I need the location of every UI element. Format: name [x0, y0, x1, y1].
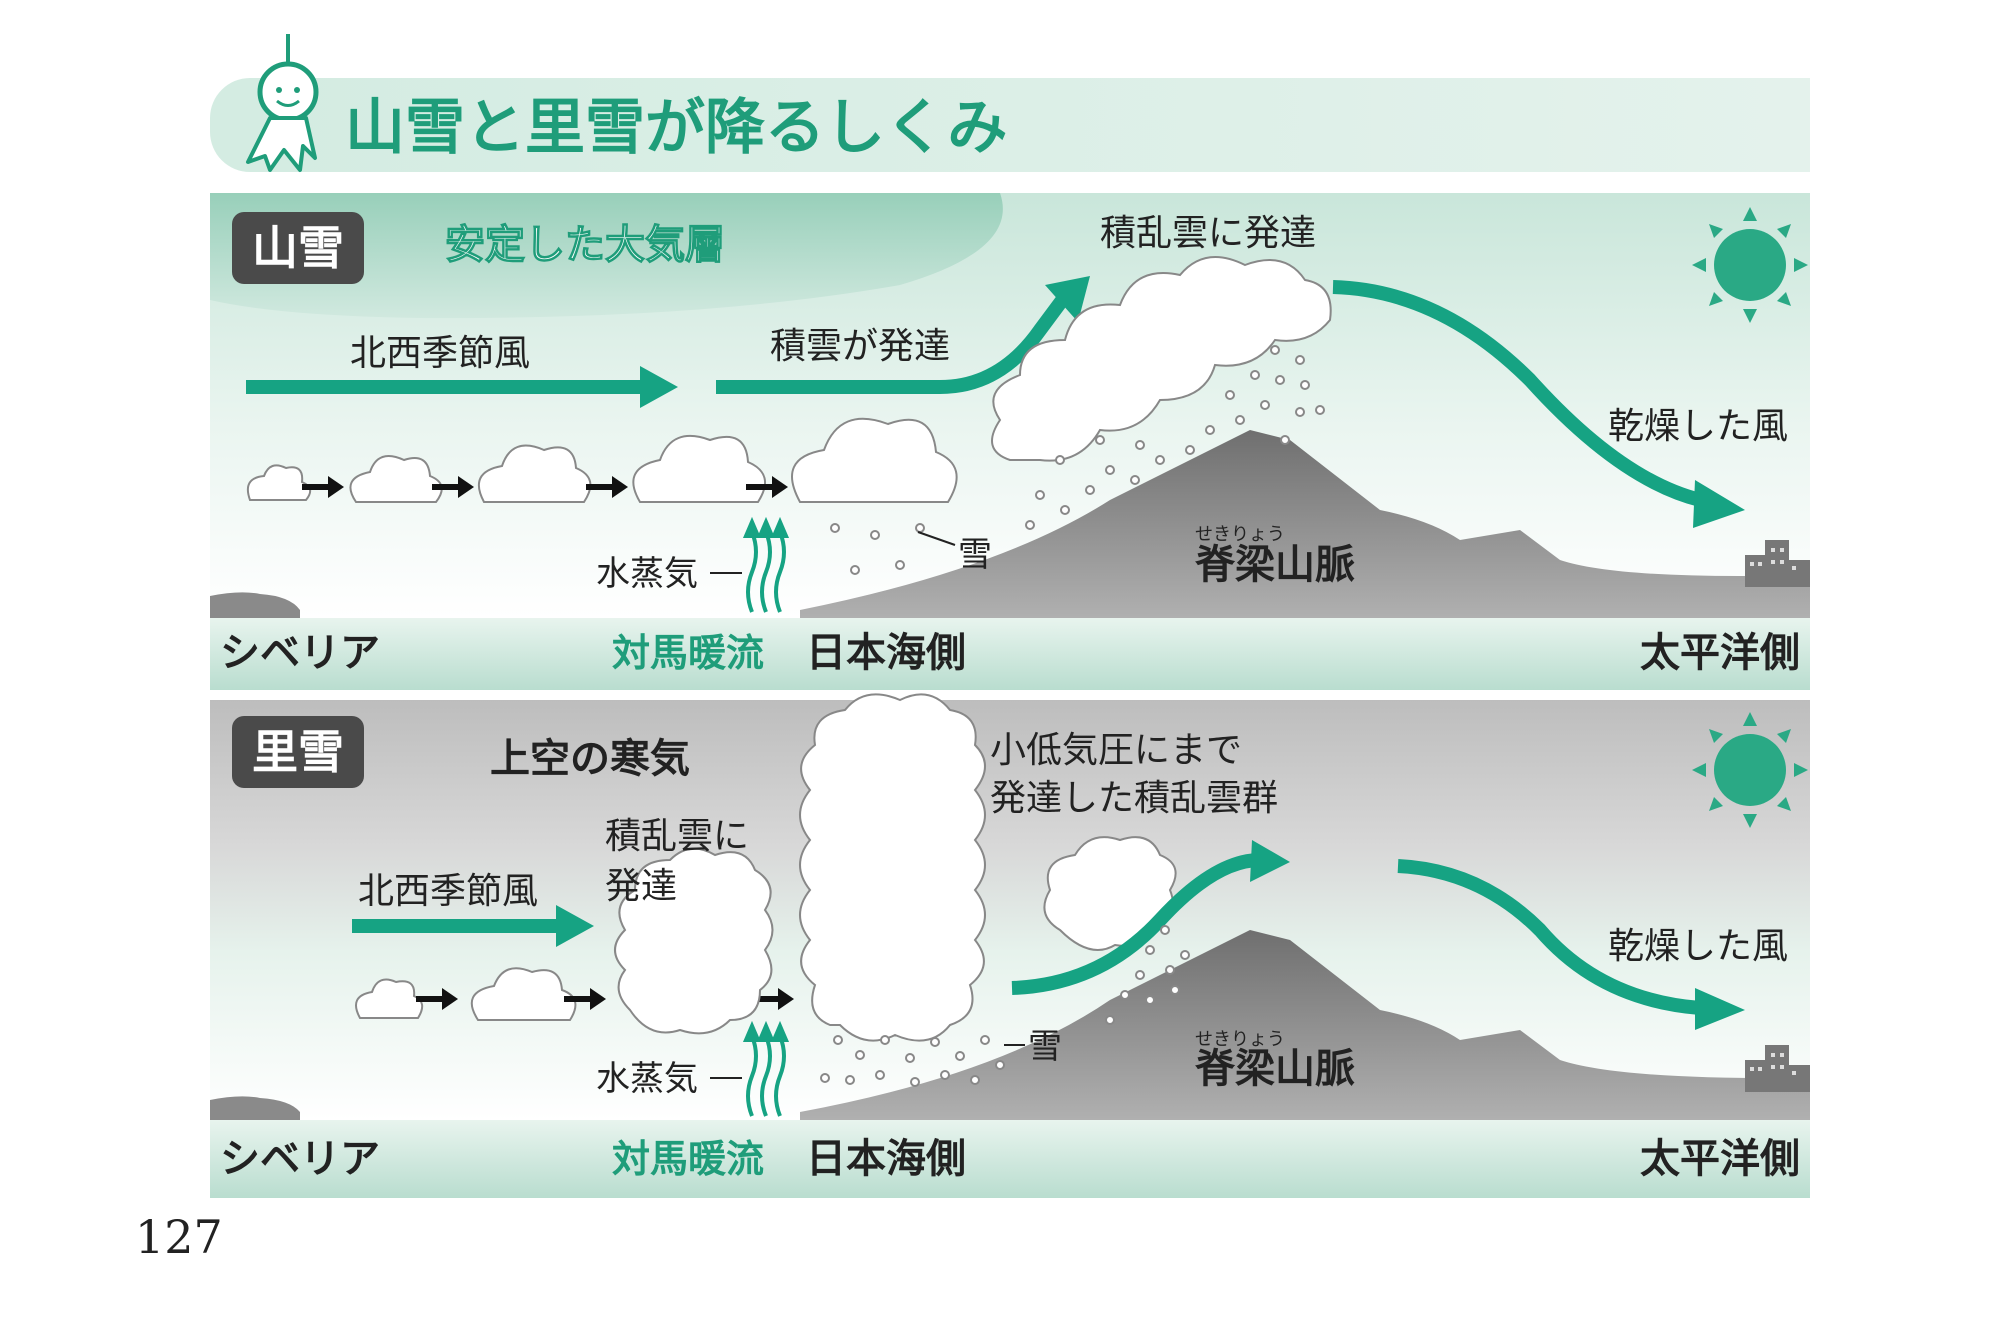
snow-dots-icon	[830, 345, 1325, 575]
siberia-label: シベリア	[220, 630, 380, 676]
sun-icon	[1692, 712, 1808, 828]
mountain-range	[800, 430, 1810, 618]
snow-label: 雪	[958, 535, 992, 575]
sun-icon	[1692, 207, 1808, 323]
cumulonimbus-column	[799, 693, 986, 1042]
flow-arrows	[416, 988, 794, 1010]
page-number: 127	[135, 1210, 223, 1264]
cumulonimbus-cloud	[991, 256, 1332, 462]
dry-wind-label: 乾燥した風	[1608, 926, 1788, 967]
cloud-label-line1: 積乱雲に	[605, 816, 749, 857]
ground-band	[210, 1120, 1810, 1198]
flow-arrows	[302, 476, 788, 498]
dry-wind-arrow	[1332, 280, 1745, 528]
dry-wind-arrow	[1397, 859, 1745, 1030]
mountain-ruby: せきりょう	[1195, 524, 1285, 545]
mountain-label: 脊梁山脈	[1195, 542, 1355, 588]
vapor-arrows-icon	[742, 516, 790, 613]
condition-label: 上空の寒気	[490, 736, 690, 782]
page-title: 山雪と里雪が降るしくみ	[345, 93, 1007, 163]
panel-satoyuki: 里雪 上空の寒気 北西季節風 積乱雲に 発達 小低気圧にまで 発達した積乱雲群	[210, 693, 1810, 1198]
sea-side-label: 日本海側	[806, 1136, 966, 1182]
city-buildings-icon	[1745, 540, 1810, 587]
wind-label: 北西季節風	[350, 333, 530, 374]
teru-teru-bozu-icon	[246, 34, 319, 172]
stable-air-layer	[210, 193, 1003, 319]
condition-label: 安定した大気層	[445, 222, 725, 268]
snow-dots-icon	[820, 925, 1190, 1087]
cloud-label-line2: 発達	[605, 866, 677, 907]
rising-air-arrow	[716, 276, 1090, 394]
sea-side-label: 日本海側	[806, 630, 966, 676]
cumulonimbus-label: 積乱雲に発達	[1100, 213, 1316, 254]
rising-air-arrow	[1011, 840, 1290, 995]
pacific-side-label: 太平洋側	[1640, 630, 1800, 676]
panel-badge	[232, 716, 364, 788]
wind-label: 北西季節風	[358, 871, 538, 912]
mountain-ruby: せきりょう	[1195, 1029, 1285, 1050]
cumulonimbus-cloud	[614, 847, 774, 1035]
dry-wind-label: 乾燥した風	[1608, 406, 1788, 447]
current-label: 対馬暖流	[612, 631, 764, 675]
mountain-label: 脊梁山脈	[1195, 1046, 1355, 1092]
cloud-icon	[246, 417, 958, 503]
nw-wind-arrow	[352, 905, 594, 947]
cluster-label-line1: 小低気圧にまで	[990, 730, 1242, 771]
city-buildings-icon	[1745, 1045, 1810, 1092]
vapor-arrows-icon	[742, 1020, 790, 1117]
vapor-label: 水蒸気	[596, 1059, 698, 1099]
panel-badge-label: 山雪	[252, 221, 344, 275]
panel-badge-label: 里雪	[252, 725, 344, 779]
cloud-label: 積雲が発達	[770, 326, 950, 367]
panel-yamayuki: 山雪 安定した大気層 北西季節風 積雲が発達 積	[210, 193, 1810, 690]
ground-band	[210, 618, 1810, 690]
mountain-range	[800, 930, 1810, 1120]
nw-wind-arrow	[246, 366, 678, 408]
cluster-label-line2: 発達した積乱雲群	[990, 778, 1278, 819]
current-label: 対馬暖流	[612, 1137, 764, 1181]
cloud-icon	[355, 967, 577, 1021]
snow-label: 雪	[1028, 1027, 1062, 1067]
siberia-label: シベリア	[220, 1136, 380, 1182]
vapor-label: 水蒸気	[596, 554, 698, 594]
pacific-side-label: 太平洋側	[1640, 1136, 1800, 1182]
panel-badge	[232, 212, 364, 284]
